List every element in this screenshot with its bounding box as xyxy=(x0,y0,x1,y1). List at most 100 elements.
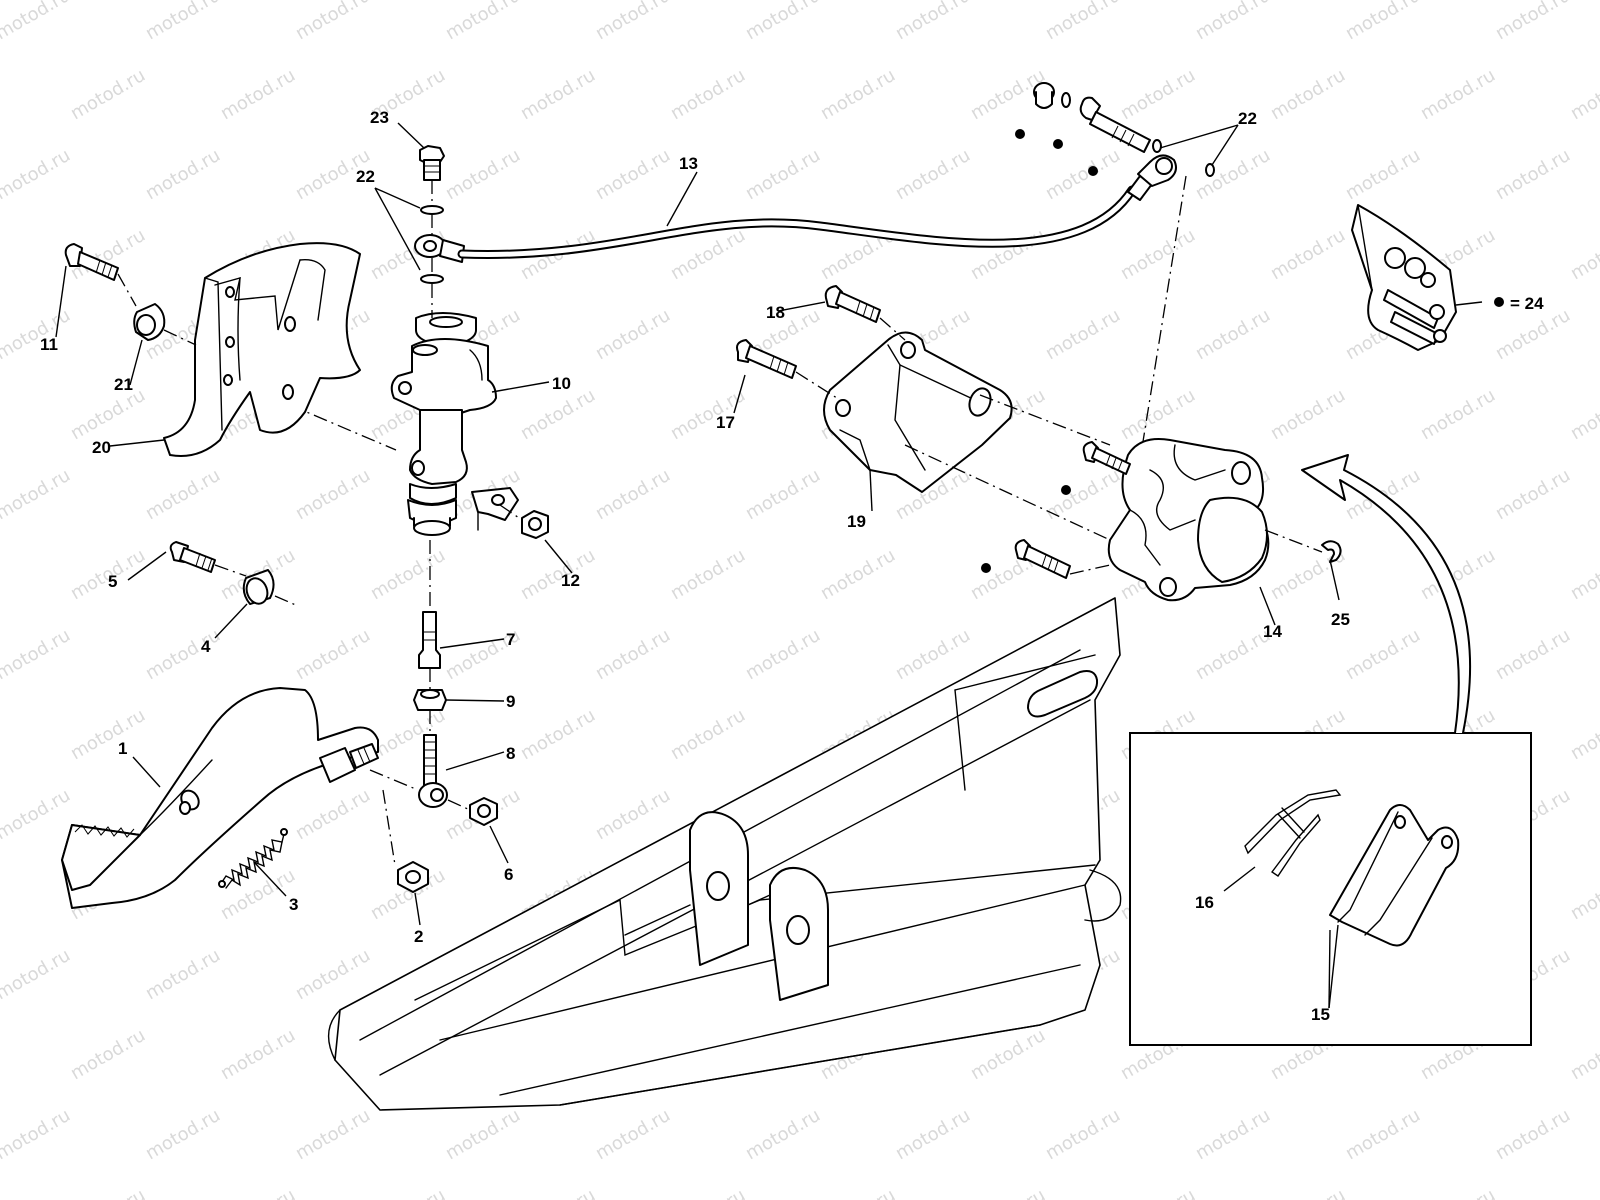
watermark-text: motod.ru xyxy=(967,225,1049,284)
watermark-text: motod.ru xyxy=(1492,0,1574,44)
watermark-text: motod.ru xyxy=(1192,625,1274,684)
watermark-text: motod.ru xyxy=(292,0,374,44)
watermark-text: motod.ru xyxy=(892,0,974,44)
kit-markers xyxy=(981,129,1504,573)
watermark-text: motod.ru xyxy=(217,1185,299,1200)
watermark-text: motod.ru xyxy=(142,0,224,44)
watermark-text: motod.ru xyxy=(0,1105,74,1164)
watermark-text: motod.ru xyxy=(292,785,374,844)
watermark-text: motod.ru xyxy=(1492,145,1574,204)
return-spring xyxy=(218,828,288,889)
watermark-text: motod.ru xyxy=(667,705,749,764)
callout-23: 23 xyxy=(370,108,389,127)
callout-1: 1 xyxy=(118,739,127,758)
watermark-text: motod.ru xyxy=(1567,865,1600,924)
callout-19: 19 xyxy=(847,512,866,531)
watermark-text: motod.ru xyxy=(1267,385,1349,444)
caliper-banjo-bolt xyxy=(1033,82,1215,461)
callout-3: 3 xyxy=(289,895,298,914)
watermark-text: motod.ru xyxy=(667,65,749,124)
watermark-text: motod.ru xyxy=(592,625,674,684)
callout-9: 9 xyxy=(506,692,515,711)
watermark-text: motod.ru xyxy=(817,65,899,124)
watermark-text: motod.ru xyxy=(1567,385,1600,444)
callout-11: 11 xyxy=(40,335,58,354)
callout-12: 12 xyxy=(561,571,580,590)
watermark-text: motod.ru xyxy=(517,65,599,124)
watermark-text: motod.ru xyxy=(367,545,449,604)
callout-18: 18 xyxy=(766,303,785,322)
brake-caliper xyxy=(1014,438,1342,602)
watermark-text: motod.ru xyxy=(1567,225,1600,284)
watermark-text: motod.ru xyxy=(442,1105,524,1164)
leader-lines xyxy=(55,122,1483,1009)
callout-2: 2 xyxy=(414,927,423,946)
watermark-text: motod.ru xyxy=(742,625,824,684)
watermark-text: motod.ru xyxy=(1567,705,1600,764)
watermark-text: motod.ru xyxy=(517,705,599,764)
callout-10: 10 xyxy=(552,374,571,393)
callout-22-top: 22 xyxy=(356,167,375,186)
watermark-text: motod.ru xyxy=(592,305,674,364)
watermark-text: motod.ru xyxy=(592,465,674,524)
callout-5: 5 xyxy=(108,572,117,591)
watermark-text: motod.ru xyxy=(517,1185,599,1200)
watermark-text: motod.ru xyxy=(292,625,374,684)
watermark-text: motod.ru xyxy=(0,145,74,204)
callout-20: 20 xyxy=(92,438,111,457)
watermark-text: motod.ru xyxy=(67,1185,149,1200)
watermark-text: motod.ru xyxy=(817,1185,899,1200)
banjo-bolt-assembly xyxy=(414,145,465,318)
watermark-text: motod.ru xyxy=(1117,385,1199,444)
watermark-text: motod.ru xyxy=(1042,305,1124,364)
watermark-text: motod.ru xyxy=(1042,0,1124,44)
watermark-text: motod.ru xyxy=(0,305,74,364)
watermark-text: motod.ru xyxy=(1567,1025,1600,1084)
watermark-text: motod.ru xyxy=(292,945,374,1004)
watermark-text: motod.ru xyxy=(1117,65,1199,124)
watermark-text: motod.ru xyxy=(667,545,749,604)
watermark-text: motod.ru xyxy=(442,145,524,204)
master-cylinder xyxy=(289,312,549,539)
watermark-text: motod.ru xyxy=(1492,625,1574,684)
watermark-text: motod.ru xyxy=(367,1185,449,1200)
heat-shield xyxy=(64,242,361,457)
watermark-text: motod.ru xyxy=(67,1025,149,1084)
watermark-text: motod.ru xyxy=(1567,1185,1600,1200)
watermark-text: motod.ru xyxy=(292,1105,374,1164)
watermark-text: motod.ru xyxy=(742,145,824,204)
swingarm-drawing xyxy=(327,597,1122,1111)
watermark-text: motod.ru xyxy=(817,545,899,604)
watermark-text: motod.ru xyxy=(592,1105,674,1164)
callout-21: 21 xyxy=(114,375,133,394)
callout-labels: 1 2 3 4 5 6 7 8 9 10 11 12 13 14 15 16 1… xyxy=(40,108,1544,1024)
callout-17: 17 xyxy=(716,413,735,432)
callout-13: 13 xyxy=(679,154,698,173)
watermark-text: motod.ru xyxy=(1417,385,1499,444)
watermark-text: motod.ru xyxy=(1267,225,1349,284)
watermark-text: motod.ru xyxy=(1192,145,1274,204)
watermark-text: motod.ru xyxy=(592,0,674,44)
watermark-text: motod.ru xyxy=(1042,145,1124,204)
callout-22-right: 22 xyxy=(1238,109,1257,128)
watermark-text: motod.ru xyxy=(142,465,224,524)
watermark-text: motod.ru xyxy=(892,625,974,684)
brake-pedal xyxy=(61,687,379,909)
watermark-text: motod.ru xyxy=(742,1105,824,1164)
watermark-text: motod.ru xyxy=(1417,1185,1499,1200)
watermark-text: motod.ru xyxy=(1117,225,1199,284)
watermark-text: motod.ru xyxy=(892,1105,974,1164)
watermark-text: motod.ru xyxy=(667,1185,749,1200)
watermark-text: motod.ru xyxy=(1192,305,1274,364)
watermark-text: motod.ru xyxy=(742,0,824,44)
watermark-text: motod.ru xyxy=(0,945,74,1004)
watermark-text: motod.ru xyxy=(142,145,224,204)
watermark-text: motod.ru xyxy=(892,145,974,204)
watermark-text: motod.ru xyxy=(517,545,599,604)
callout-8: 8 xyxy=(506,744,515,763)
callout-7: 7 xyxy=(506,630,515,649)
watermark-text: motod.ru xyxy=(142,945,224,1004)
watermark-text: motod.ru xyxy=(1567,65,1600,124)
callout-16: 16 xyxy=(1195,893,1214,912)
watermark-text: motod.ru xyxy=(517,385,599,444)
